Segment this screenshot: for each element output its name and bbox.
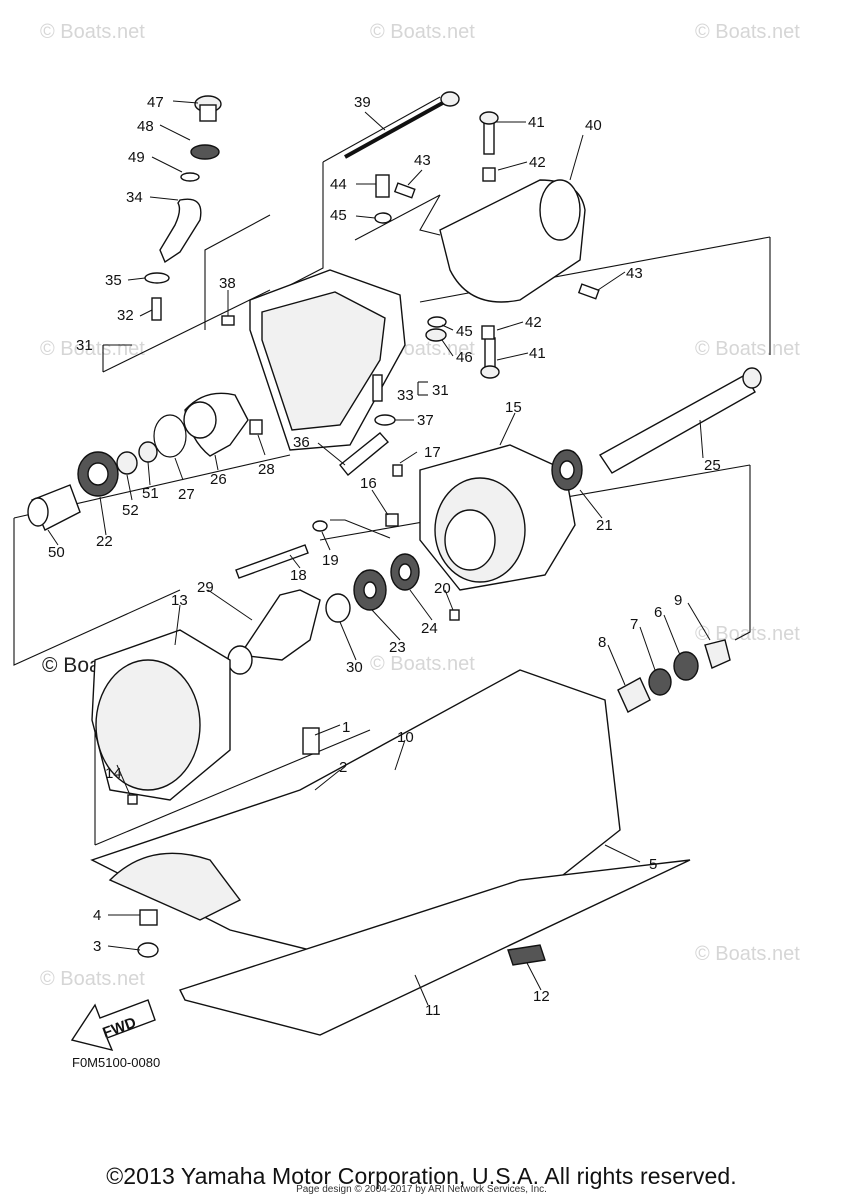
label-34: 34: [126, 189, 143, 206]
label-19: 19: [322, 552, 339, 569]
label-5: 5: [649, 856, 657, 873]
watermark: © Boats.net: [695, 338, 800, 360]
label-29: 29: [197, 579, 214, 596]
part-labels: 47 48 49 34 35 38 32 31 39 41 40 43 42 4…: [48, 94, 721, 1042]
watermark: © Boats.net: [695, 623, 800, 645]
label-25: 25: [704, 457, 721, 474]
label-10: 10: [397, 729, 414, 746]
diagram-code: F0M5100-0080: [72, 1055, 161, 1070]
label-41: 41: [529, 345, 546, 362]
label-24: 24: [421, 620, 438, 637]
label-36: 36: [293, 434, 310, 451]
label-35: 35: [105, 272, 122, 289]
copyright-notice: ©2013 Yamaha Motor Corporation, U.S.A. A…: [106, 1163, 737, 1189]
label-49: 49: [128, 149, 145, 166]
label-27: 27: [178, 486, 195, 503]
label-33: 33: [397, 387, 414, 404]
label-44: 44: [330, 176, 347, 193]
label-48: 48: [137, 118, 154, 135]
label-46: 46: [456, 349, 473, 366]
label-16: 16: [360, 475, 377, 492]
label-8: 8: [598, 634, 606, 651]
label-17: 17: [424, 444, 441, 461]
label-6: 6: [654, 604, 662, 621]
label-12: 12: [533, 988, 550, 1005]
label-14: 14: [105, 765, 122, 782]
watermark: © Boats.net: [40, 968, 145, 990]
leader-lines: [47, 100, 711, 1006]
label-32: 32: [117, 307, 134, 324]
label-50: 50: [48, 544, 65, 561]
label-45: 45: [456, 323, 473, 340]
label-13: 13: [171, 592, 188, 609]
label-15: 15: [505, 399, 522, 416]
page-credit: Page design © 2004-2017 by ARI Network S…: [296, 1184, 547, 1195]
watermark: © Boats.net: [40, 338, 145, 360]
watermark: © Boats.net: [370, 653, 475, 675]
label-20: 20: [434, 580, 451, 597]
label-30: 30: [346, 659, 363, 676]
label-4: 4: [93, 907, 101, 924]
watermark: © Boats.net: [695, 21, 800, 43]
label-38: 38: [219, 275, 236, 292]
label-41: 41: [528, 114, 545, 131]
label-3: 3: [93, 938, 101, 955]
label-26: 26: [210, 471, 227, 488]
label-39: 39: [354, 94, 371, 111]
label-31: 31: [432, 382, 449, 399]
label-51: 51: [142, 485, 159, 502]
label-43: 43: [626, 265, 643, 282]
label-1: 1: [342, 719, 350, 736]
label-43: 43: [414, 152, 431, 169]
label-22: 22: [96, 533, 113, 550]
part-drawings: [27, 91, 762, 1052]
watermark: © Boats.net: [40, 21, 145, 43]
label-37: 37: [417, 412, 434, 429]
label-45: 45: [330, 207, 347, 224]
label-9: 9: [674, 592, 682, 609]
label-40: 40: [585, 117, 602, 134]
label-47: 47: [147, 94, 164, 111]
label-52: 52: [122, 502, 139, 519]
label-7: 7: [630, 616, 638, 633]
label-11: 11: [425, 1002, 441, 1019]
watermark: © Boats.net: [695, 943, 800, 965]
label-23: 23: [389, 639, 406, 656]
label-21: 21: [596, 517, 613, 534]
label-28: 28: [258, 461, 275, 478]
label-18: 18: [290, 567, 307, 584]
label-31: 31: [76, 337, 93, 354]
label-42: 42: [525, 314, 542, 331]
label-2: 2: [339, 759, 347, 776]
label-42: 42: [529, 154, 546, 171]
watermark: © Boats.net: [370, 21, 475, 43]
